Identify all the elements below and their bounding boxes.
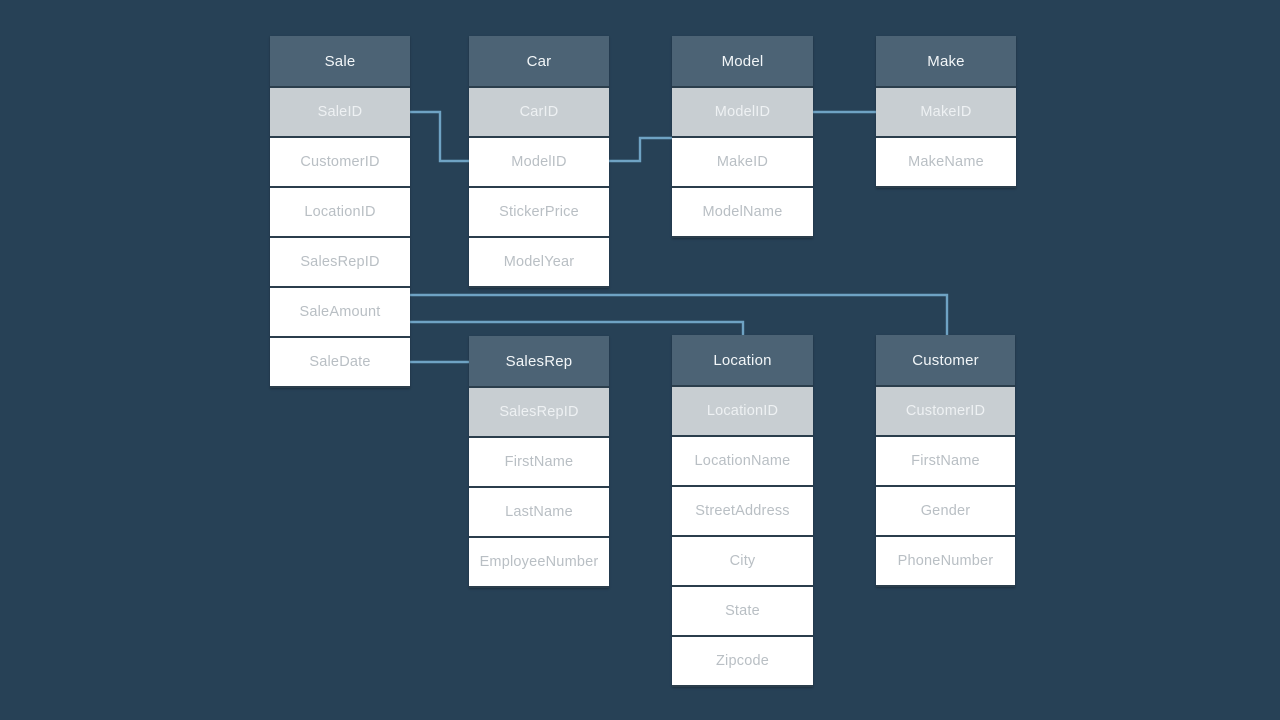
entity-field-model-modelname[interactable]: ModelName [672, 188, 813, 238]
entity-field-sale-saledate[interactable]: SaleDate [270, 338, 410, 388]
entity-field-car-carid[interactable]: CarID [469, 88, 609, 138]
entity-field-salesrep-firstname[interactable]: FirstName [469, 438, 609, 488]
entity-field-location-streetaddress[interactable]: StreetAddress [672, 487, 813, 537]
entity-field-location-locationid[interactable]: LocationID [672, 387, 813, 437]
entity-field-location-zipcode[interactable]: Zipcode [672, 637, 813, 687]
relationship-sale-location [410, 320, 745, 336]
entity-field-sale-saleid[interactable]: SaleID [270, 88, 410, 138]
entity-title-location: Location [672, 335, 813, 387]
entity-field-car-modelid[interactable]: ModelID [469, 138, 609, 188]
entity-field-customer-phonenumber[interactable]: PhoneNumber [876, 537, 1015, 587]
entity-field-sale-saleamount[interactable]: SaleAmount [270, 288, 410, 338]
entity-field-customer-gender[interactable]: Gender [876, 487, 1015, 537]
entity-field-car-modelyear[interactable]: ModelYear [469, 238, 609, 288]
relationship-car-model [609, 136, 672, 163]
entity-field-make-makeid[interactable]: MakeID [876, 88, 1016, 138]
entity-field-salesrep-employeenumber[interactable]: EmployeeNumber [469, 538, 609, 588]
entity-title-salesrep: SalesRep [469, 336, 609, 388]
entity-field-make-makename[interactable]: MakeName [876, 138, 1016, 188]
entity-field-sale-customerid[interactable]: CustomerID [270, 138, 410, 188]
relationship-sale-customer [410, 293, 949, 336]
entity-field-location-locationname[interactable]: LocationName [672, 437, 813, 487]
entity-field-customer-firstname[interactable]: FirstName [876, 437, 1015, 487]
entity-field-location-city[interactable]: City [672, 537, 813, 587]
entity-field-location-state[interactable]: State [672, 587, 813, 637]
entity-field-salesrep-salesrepid[interactable]: SalesRepID [469, 388, 609, 438]
entity-field-model-modelid[interactable]: ModelID [672, 88, 813, 138]
entity-field-model-makeid[interactable]: MakeID [672, 138, 813, 188]
entity-title-model: Model [672, 36, 813, 88]
relationship-sale-car [410, 110, 469, 163]
entity-field-car-stickerprice[interactable]: StickerPrice [469, 188, 609, 238]
entity-title-customer: Customer [876, 335, 1015, 387]
entity-field-sale-locationid[interactable]: LocationID [270, 188, 410, 238]
entity-title-car: Car [469, 36, 609, 88]
entity-field-sale-salesrepid[interactable]: SalesRepID [270, 238, 410, 288]
entity-title-sale: Sale [270, 36, 410, 88]
entity-title-make: Make [876, 36, 1016, 88]
entity-field-customer-customerid[interactable]: CustomerID [876, 387, 1015, 437]
entity-field-salesrep-lastname[interactable]: LastName [469, 488, 609, 538]
